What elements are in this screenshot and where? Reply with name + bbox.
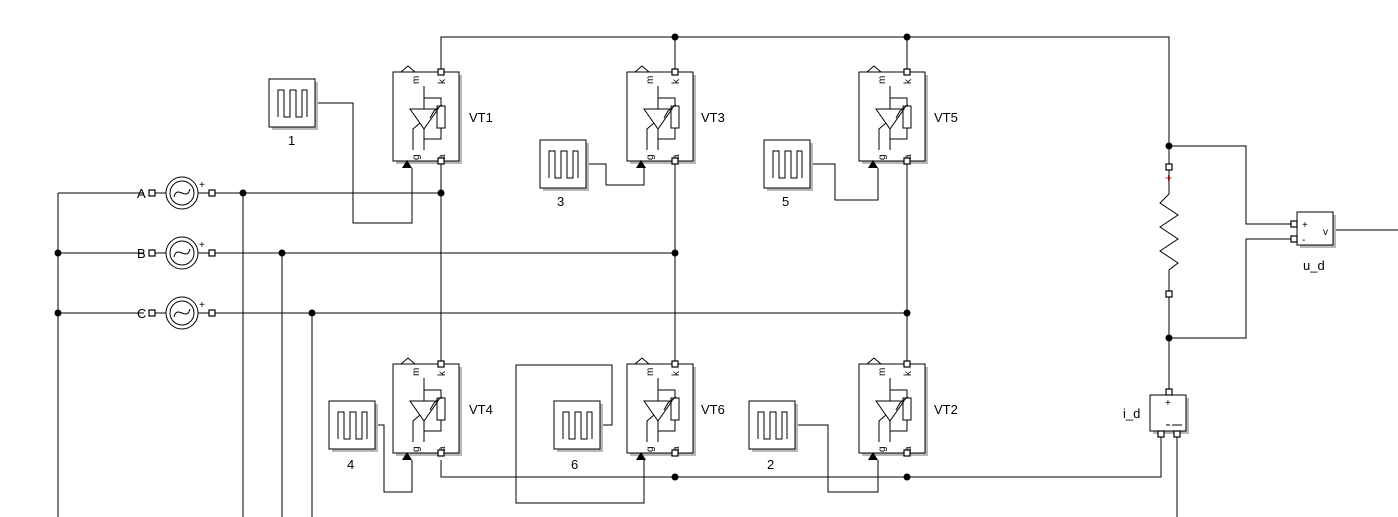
pulse-label: 6 bbox=[571, 457, 578, 472]
junction-dot bbox=[1165, 142, 1173, 150]
pin-m: m bbox=[877, 368, 888, 376]
junction-dot bbox=[671, 473, 679, 481]
pin-k: k bbox=[437, 370, 448, 376]
thyristor-label: VT5 bbox=[934, 110, 958, 125]
source-label: B bbox=[137, 246, 146, 261]
pin-m: m bbox=[645, 76, 656, 84]
thyristor-label: VT2 bbox=[934, 402, 958, 417]
pulse-generator-3[interactable]: 3 bbox=[539, 139, 589, 209]
junctions bbox=[54, 33, 1173, 481]
meter-minus: - bbox=[1302, 235, 1305, 246]
pin-a: a bbox=[671, 154, 682, 160]
thyristor-vt6[interactable]: m k g a VT6 bbox=[626, 357, 725, 460]
pulse-generator-2[interactable]: 2 bbox=[748, 400, 798, 472]
wires bbox=[57, 36, 1398, 517]
pin-m: m bbox=[645, 368, 656, 376]
meter-plus: + bbox=[1165, 398, 1171, 409]
meter-plus: + bbox=[1302, 220, 1308, 231]
pin-g: g bbox=[645, 154, 656, 160]
thyristor-vt1[interactable]: m k g a VT1 bbox=[392, 65, 493, 168]
pin-g: g bbox=[877, 446, 888, 452]
junction-dot bbox=[54, 249, 62, 257]
thyristor-label: VT1 bbox=[469, 110, 493, 125]
pulse-icon bbox=[772, 150, 803, 179]
pulse-icon bbox=[757, 411, 788, 440]
thyristor-label: VT3 bbox=[701, 110, 725, 125]
load-resistor[interactable]: + bbox=[1159, 163, 1179, 298]
thyristor-icon bbox=[409, 378, 446, 442]
voltage-meter-label: u_d bbox=[1303, 258, 1325, 273]
pin-g: g bbox=[411, 446, 422, 452]
junction-dot bbox=[54, 309, 62, 317]
thyristor-vt2[interactable]: m k g a VT2 bbox=[858, 357, 958, 460]
pin-k: k bbox=[671, 78, 682, 84]
pin-m: m bbox=[411, 368, 422, 376]
pulse-icon bbox=[548, 150, 579, 179]
ac-source-b[interactable]: B + bbox=[137, 236, 216, 270]
thyristor-vt5[interactable]: m k g a VT5 bbox=[858, 65, 958, 168]
pin-a: a bbox=[903, 154, 914, 160]
thyristor-label: VT4 bbox=[469, 402, 493, 417]
pulse-generator-6[interactable]: 6 bbox=[553, 400, 603, 472]
pulse-generator-4[interactable]: 4 bbox=[328, 400, 378, 472]
pin-k: k bbox=[903, 78, 914, 84]
svg-text:+: + bbox=[199, 300, 205, 311]
meter-output: v bbox=[1323, 227, 1328, 238]
junction-dot bbox=[903, 309, 911, 317]
pulse-icon bbox=[562, 411, 593, 440]
ac-source-a[interactable]: A + bbox=[137, 176, 216, 210]
pulse-label: 2 bbox=[767, 457, 774, 472]
pin-g: g bbox=[877, 154, 888, 160]
junction-dot bbox=[437, 189, 445, 197]
pin-m: m bbox=[411, 76, 422, 84]
thyristor-icon bbox=[875, 378, 912, 442]
pulse-generator-5[interactable]: 5 bbox=[763, 139, 813, 209]
ac-source-c[interactable]: C + bbox=[137, 296, 216, 330]
pin-a: a bbox=[437, 446, 448, 452]
thyristor-vt4[interactable]: m k g a VT4 bbox=[392, 357, 493, 460]
current-meter-label: i_d bbox=[1123, 406, 1140, 421]
current-meter-id[interactable]: + i_d bbox=[1123, 388, 1189, 438]
pulse-label: 5 bbox=[782, 194, 789, 209]
pin-k: k bbox=[903, 370, 914, 376]
pulse-label: 4 bbox=[347, 457, 354, 472]
pin-k: k bbox=[671, 370, 682, 376]
junction-dot bbox=[903, 473, 911, 481]
pulse-icon bbox=[337, 411, 368, 440]
junction-dot bbox=[671, 33, 679, 41]
voltage-meter-ud[interactable]: + - v u_d bbox=[1290, 211, 1336, 273]
junction-dot bbox=[671, 249, 679, 257]
svg-text:+: + bbox=[199, 180, 205, 191]
pin-a: a bbox=[903, 446, 914, 452]
thyristor-icon bbox=[409, 86, 446, 150]
pin-g: g bbox=[411, 154, 422, 160]
source-label: C bbox=[137, 306, 146, 321]
pulse-label: 3 bbox=[557, 194, 564, 209]
thyristor-icon bbox=[875, 86, 912, 150]
thyristor-icon bbox=[643, 86, 680, 150]
pin-a: a bbox=[437, 154, 448, 160]
pulse-generator-1[interactable]: 1 bbox=[268, 78, 318, 148]
junction-dot bbox=[308, 309, 316, 317]
junction-dot bbox=[239, 189, 247, 197]
pin-k: k bbox=[437, 78, 448, 84]
thyristor-label: VT6 bbox=[701, 402, 725, 417]
thyristor-icon bbox=[643, 378, 680, 442]
pulse-label: 1 bbox=[288, 133, 295, 148]
junction-dot bbox=[278, 249, 286, 257]
junction-dot bbox=[903, 33, 911, 41]
resistor-icon bbox=[1159, 170, 1179, 291]
svg-text:+: + bbox=[199, 240, 205, 251]
junction-dot bbox=[1165, 334, 1173, 342]
pulse-icon bbox=[277, 89, 308, 118]
thyristor-vt3[interactable]: m k g a VT3 bbox=[626, 65, 725, 168]
source-label: A bbox=[137, 186, 146, 201]
pin-g: g bbox=[645, 446, 656, 452]
pin-a: a bbox=[671, 446, 682, 452]
pin-m: m bbox=[877, 76, 888, 84]
